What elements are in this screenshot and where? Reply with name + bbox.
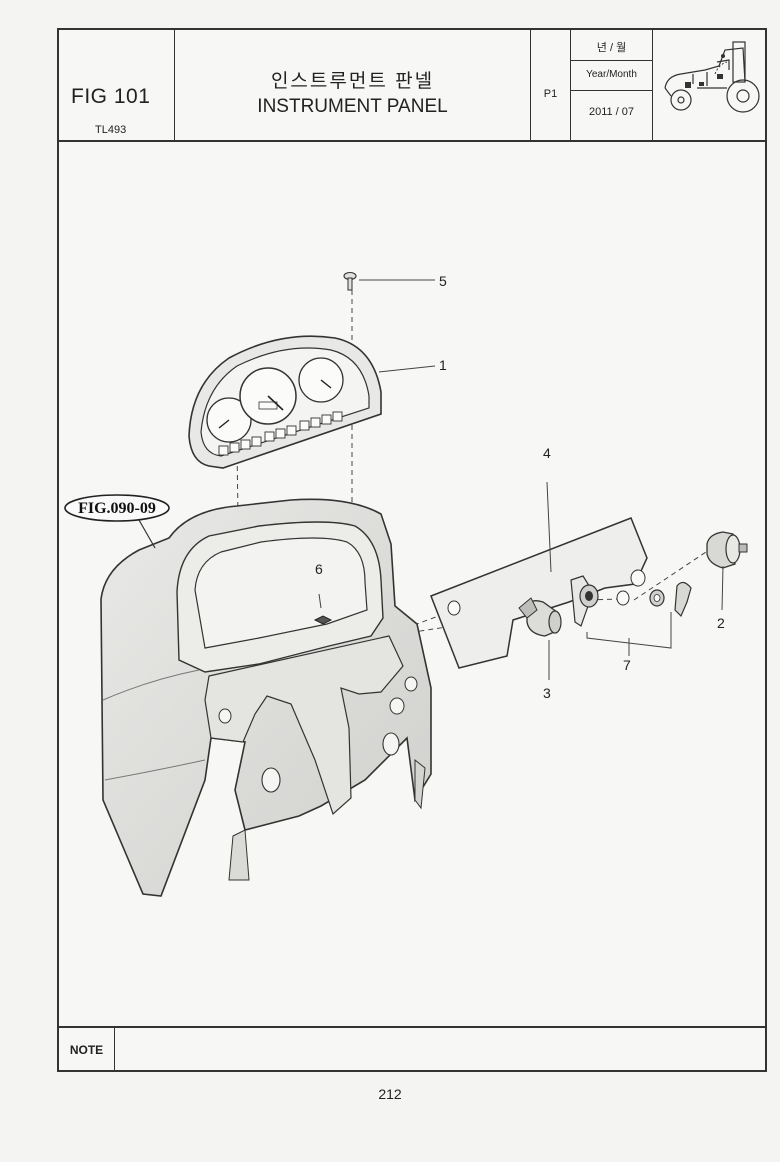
reference-badge: FIG.090-09 <box>64 494 170 549</box>
title-block: FIG 101 TL493 인스트루먼트 판넬 INSTRUMENT PANEL… <box>59 30 765 142</box>
tractor-thumbnail <box>653 30 765 140</box>
instrument-cluster <box>188 335 382 469</box>
note-label: NOTE <box>59 1028 115 1072</box>
title-english: INSTRUMENT PANEL <box>257 96 448 117</box>
exploded-diagram: 5 1 4 2 3 6 7 FIG.090-09 <box>64 271 748 897</box>
page-cell: P1 <box>531 30 571 140</box>
figure-number: FIG 101 <box>71 85 151 108</box>
callout-2: 2 <box>717 615 725 631</box>
figure-cell: FIG 101 TL493 <box>59 30 175 140</box>
key-switch <box>706 531 748 569</box>
note-row: NOTE <box>59 1026 765 1072</box>
dashboard-shell <box>100 498 432 897</box>
rotary-switch <box>570 575 692 627</box>
drawing-frame: FIG 101 TL493 인스트루먼트 판넬 INSTRUMENT PANEL… <box>57 28 767 1072</box>
callout-6: 6 <box>315 561 323 577</box>
reference-badge-text: FIG.090-09 <box>78 500 156 517</box>
model-code: TL493 <box>95 124 127 136</box>
title-korean: 인스트루먼트 판넬 <box>270 71 435 92</box>
date-label-english: Year/Month <box>586 69 637 80</box>
callout-1: 1 <box>439 357 447 373</box>
tractor-icon <box>664 41 760 113</box>
screw <box>343 271 357 291</box>
light-switch <box>518 597 562 637</box>
page-number: 212 <box>378 1086 402 1102</box>
clip <box>313 615 333 625</box>
date-cell: 년 / 월 Year/Month 2011 / 07 <box>571 30 653 140</box>
title-cell: 인스트루먼트 판넬 INSTRUMENT PANEL <box>175 30 531 140</box>
page-code: P1 <box>543 88 558 100</box>
switch-bracket <box>430 517 648 669</box>
callout-4: 4 <box>543 445 551 461</box>
callout-7: 7 <box>623 657 631 673</box>
date-label-korean: 년 / 월 <box>596 42 627 54</box>
date-value: 2011 / 07 <box>588 106 635 118</box>
leader-lines <box>318 279 724 680</box>
callout-3: 3 <box>543 685 551 701</box>
callout-5: 5 <box>439 273 447 289</box>
